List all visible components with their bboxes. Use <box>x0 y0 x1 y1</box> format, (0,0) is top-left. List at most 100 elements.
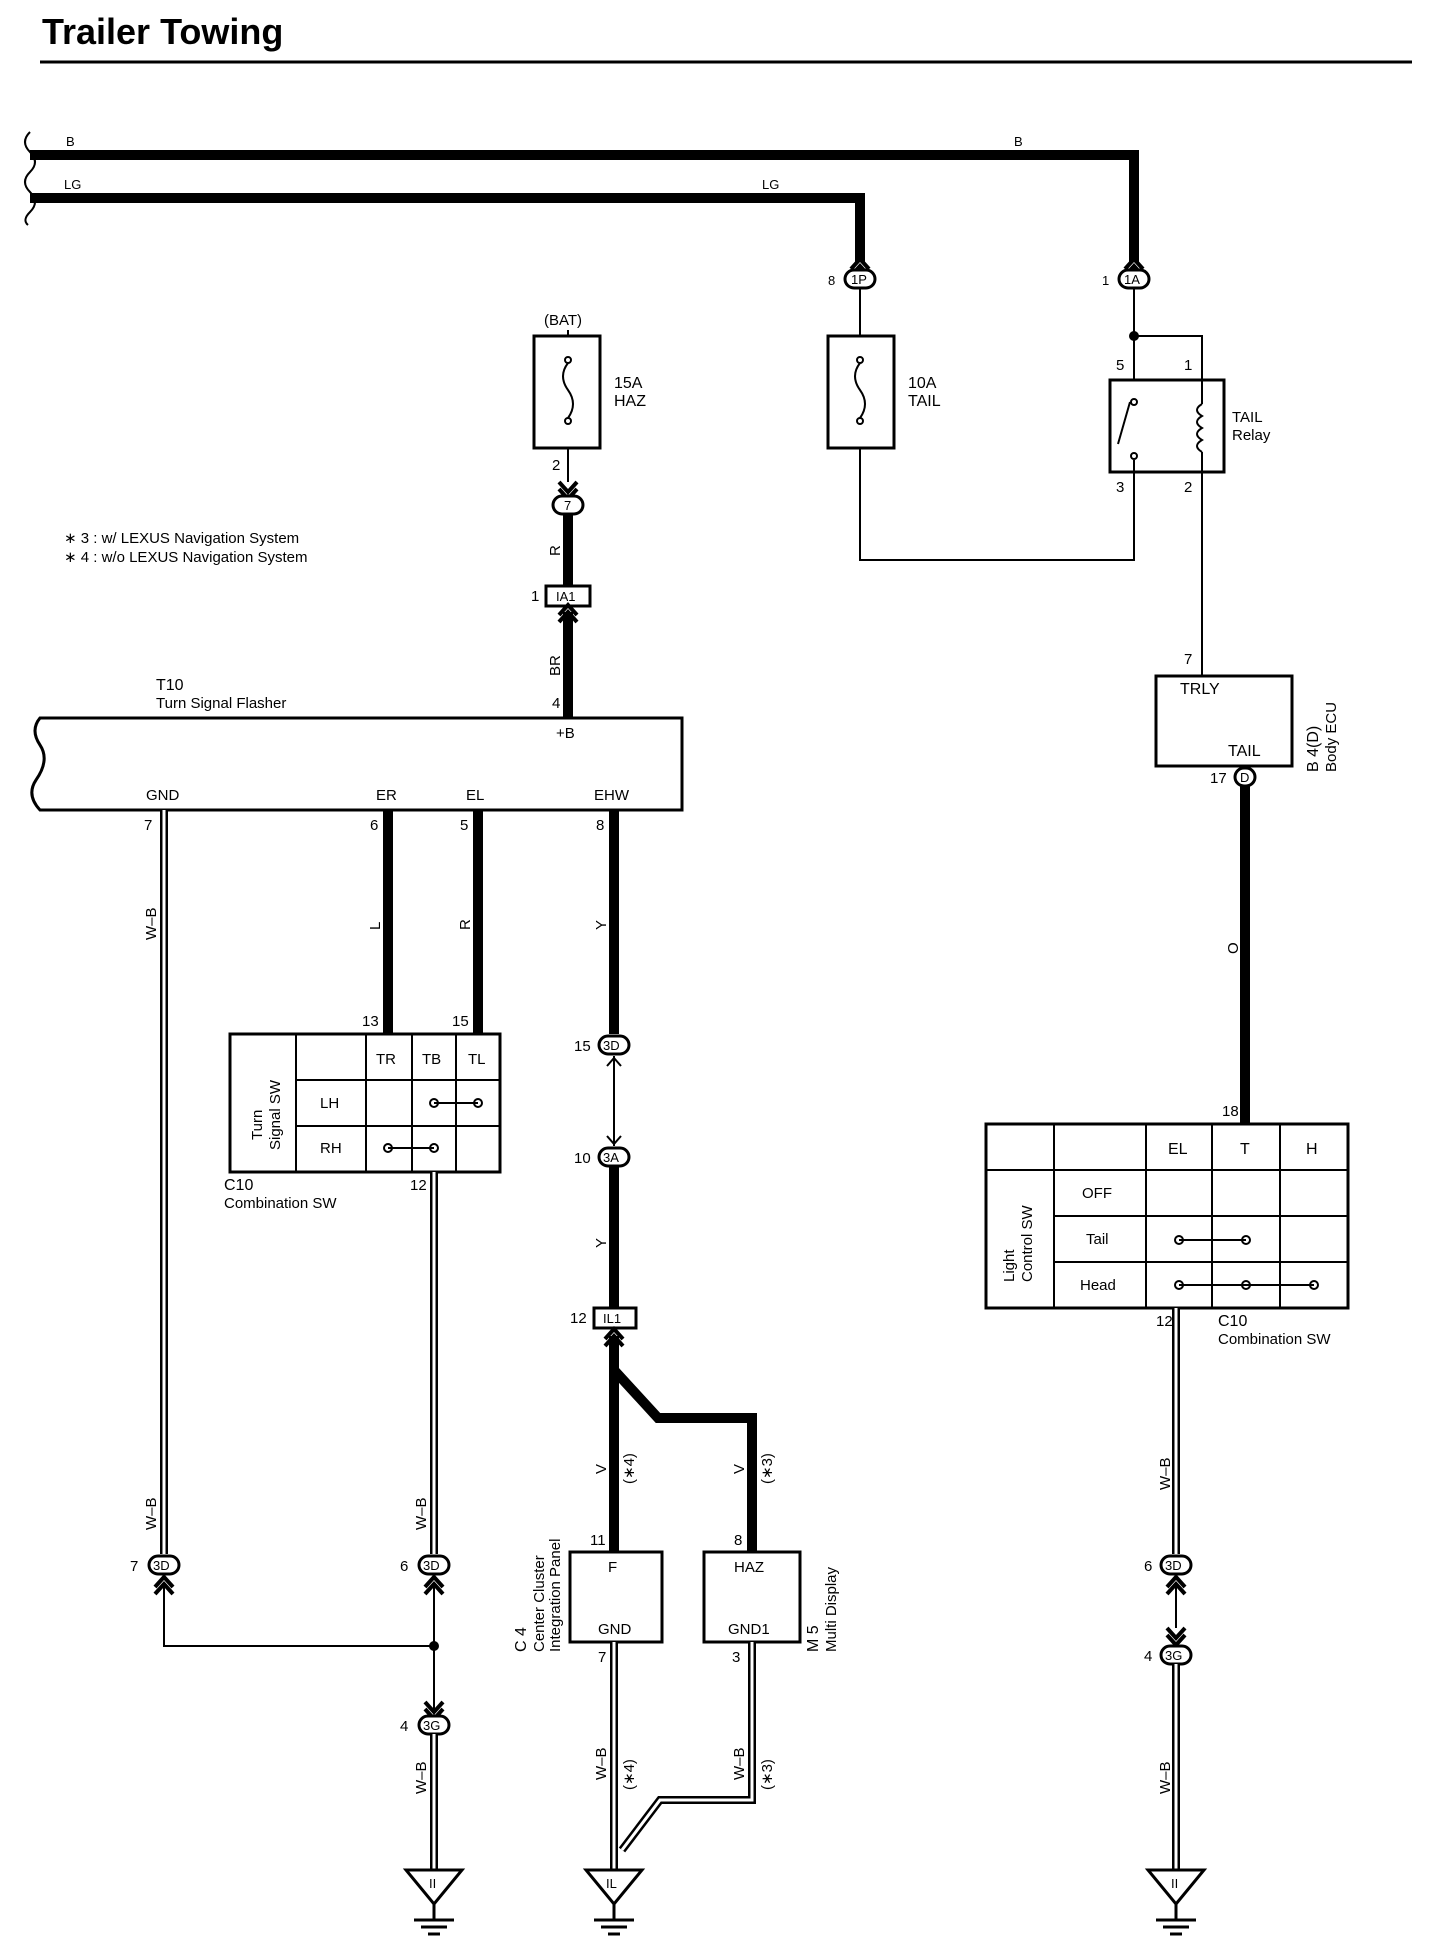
wire-label: W–B <box>143 1497 160 1530</box>
fuse-tail-rating: 10A <box>908 375 937 392</box>
pin-label: 4 <box>1144 1648 1152 1665</box>
wire-note: (∗4) <box>621 1759 638 1790</box>
turn-signal-sw <box>228 1032 502 1174</box>
connector-label: 7 <box>564 498 571 513</box>
pin-label: 12 <box>410 1177 427 1194</box>
flasher-el: EL <box>466 787 484 804</box>
turn-sw-row: LH <box>320 1095 339 1112</box>
light-sw-title-1: Light <box>1001 1249 1018 1282</box>
page-title: Trailer Towing <box>42 11 283 52</box>
flasher-name: Turn Signal Flasher <box>156 695 286 712</box>
wire-join <box>163 1584 434 1647</box>
flasher-code: T10 <box>156 677 184 694</box>
connector-label: 3G <box>423 1718 440 1733</box>
wire-label: W–B <box>413 1497 430 1530</box>
light-sw-row: Tail <box>1086 1231 1109 1248</box>
pin-label: 8 <box>734 1532 742 1549</box>
connector-3d-7 <box>147 1554 181 1576</box>
wire-label: Y <box>593 1238 610 1248</box>
pin-label: 4 <box>552 695 560 712</box>
wire-o-label: O <box>1225 942 1242 954</box>
note-2: ∗ 4 : w/o LEXUS Navigation System <box>64 549 308 566</box>
wire-label: W–B <box>413 1761 430 1794</box>
connector-1a-label: 1A <box>1124 272 1140 287</box>
pin-label: 15 <box>574 1038 591 1055</box>
ecu-code: B 4(D) <box>1305 726 1322 772</box>
pin-label: 6 <box>1144 1558 1152 1575</box>
connector-label: 3D <box>603 1038 620 1053</box>
wire-label: Y <box>593 920 610 930</box>
turn-sw-title-2: Signal SW <box>267 1079 284 1150</box>
flasher-plus-b: +B <box>556 725 575 742</box>
pin-label: 1 <box>531 588 539 605</box>
turn-sw-col: TB <box>422 1051 441 1068</box>
turn-sw-col: TR <box>376 1051 396 1068</box>
wire-note: (∗3) <box>759 1453 776 1484</box>
light-sw-row: Head <box>1080 1277 1116 1294</box>
pin-label: 7 <box>1184 651 1192 668</box>
wire-b-label-left: B <box>66 134 75 149</box>
wire-tail-relay <box>859 448 1135 561</box>
bat-label: (BAT) <box>544 312 582 329</box>
wire-label: W–B <box>1157 1457 1174 1490</box>
multi-display <box>702 1550 802 1644</box>
flasher-gnd: GND <box>146 787 180 804</box>
wire-label: V <box>593 1464 610 1474</box>
ecu-name: Body ECU <box>1323 702 1340 772</box>
pin-label: 7 <box>144 817 152 834</box>
light-sw-code: C10 <box>1218 1313 1247 1330</box>
connector-3d-15 <box>597 1034 631 1056</box>
relay-label-2: Relay <box>1232 427 1271 444</box>
pin-label: 18 <box>1222 1103 1239 1120</box>
pin-d-label: D <box>1240 770 1249 785</box>
pin-label: 3 <box>1116 479 1124 496</box>
connector-label: 3A <box>603 1150 619 1165</box>
m5-code: M 5 <box>805 1625 822 1652</box>
wire-wb-m5 <box>618 1642 756 1853</box>
fuse-haz-name: HAZ <box>614 393 646 410</box>
pin-label: 5 <box>460 817 468 834</box>
pin-label: 7 <box>130 1558 138 1575</box>
wire-label: W–B <box>593 1747 610 1780</box>
light-sw-title-2: Control SW <box>1019 1204 1036 1282</box>
wire-label: BR <box>547 655 564 676</box>
pin-label: 2 <box>552 457 560 474</box>
light-sw-row: OFF <box>1082 1185 1112 1202</box>
c4-f: F <box>608 1559 617 1576</box>
light-sw-col: H <box>1306 1141 1318 1158</box>
pin-label: 7 <box>598 1649 606 1666</box>
c4-code: C 4 <box>513 1627 530 1652</box>
turn-sw-col: TL <box>468 1051 486 1068</box>
pin-label: 12 <box>1156 1313 1173 1330</box>
pin-label: 2 <box>1184 479 1192 496</box>
wire-label: W–B <box>143 907 160 940</box>
light-sw-col: T <box>1240 1141 1250 1158</box>
pin-label: 6 <box>370 817 378 834</box>
pin-label: 15 <box>452 1013 469 1030</box>
pin-label: 3 <box>732 1649 740 1666</box>
pin-label: 8 <box>828 273 835 288</box>
tail-relay <box>1108 378 1226 474</box>
wire-lg <box>30 193 865 262</box>
wire-label: L <box>367 922 384 930</box>
relay-coil <box>1196 403 1204 453</box>
m5-haz: HAZ <box>734 1559 764 1576</box>
pin-label: 5 <box>1116 357 1124 374</box>
m5-gnd1: GND1 <box>728 1621 770 1638</box>
connector-label: 3G <box>1165 1648 1182 1663</box>
connector-label: 3D <box>1165 1558 1182 1573</box>
wire-note: (∗4) <box>621 1453 638 1484</box>
break-mark <box>24 131 36 226</box>
light-sw-col: EL <box>1168 1141 1188 1158</box>
junction <box>429 1641 439 1651</box>
note-1: ∗ 3 : w/ LEXUS Navigation System <box>64 530 299 547</box>
light-control-sw <box>984 1122 1350 1310</box>
ecu-tail: TAIL <box>1228 743 1261 760</box>
wire-label: W–B <box>731 1747 748 1780</box>
pin-label: 17 <box>1210 770 1227 787</box>
connector-label: IL1 <box>603 1311 621 1326</box>
connector-1p-label: 1P <box>851 272 867 287</box>
wire-label: V <box>731 1464 748 1474</box>
c4-name-2: Integration Panel <box>547 1539 564 1652</box>
